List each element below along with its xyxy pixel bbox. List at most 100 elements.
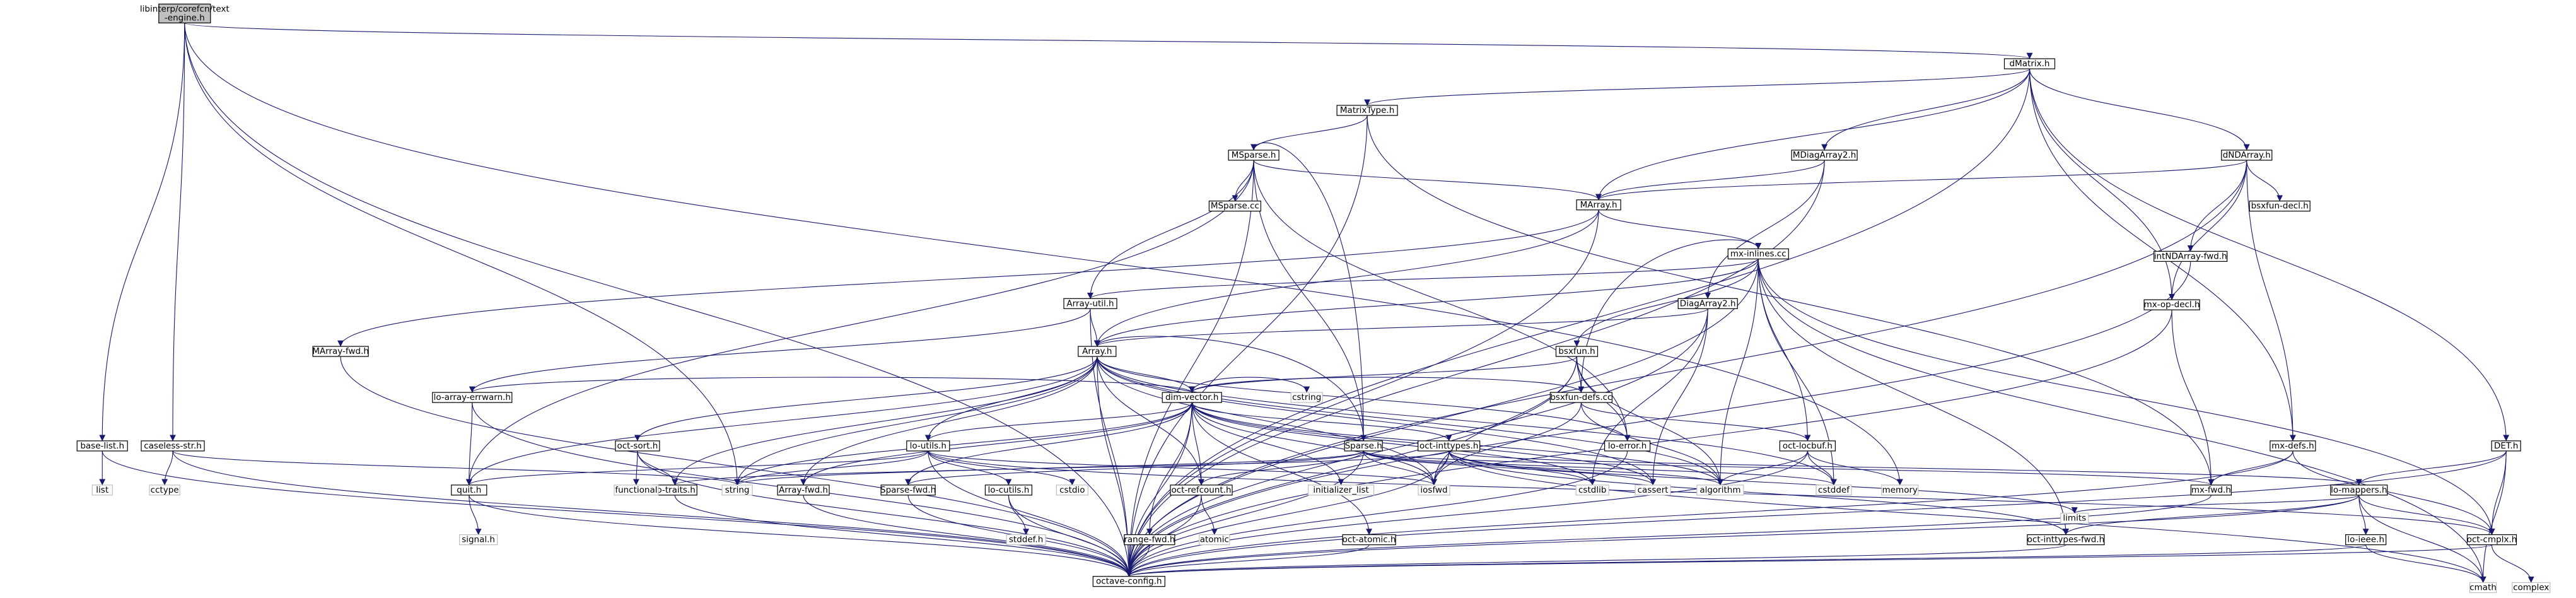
edge-mx-inlines-to-algorithm	[1717, 259, 1759, 486]
edge-dmatrix-to-mdiagarray2	[1821, 69, 2031, 151]
edge-lo-ieee-to-octave-config	[1126, 544, 2367, 577]
node-dmatrix[interactable]: dMatrix.h	[2003, 58, 2056, 69]
edge-lo-utils-to-quit	[466, 450, 929, 486]
node-label-msparse-cc: MSparse.cc	[1211, 201, 1259, 211]
node-diagarray2[interactable]: DiagArray2.h	[1677, 298, 1738, 309]
edge-det-to-octave-config	[1126, 450, 2507, 577]
node-quit[interactable]: quit.h	[451, 484, 487, 496]
node-array[interactable]: Array.h	[1078, 346, 1117, 357]
edge-lo-traits-to-octave-config	[674, 495, 1133, 577]
node-intndarray-fwd[interactable]: intNDArray-fwd.h	[2153, 250, 2228, 262]
node-root[interactable]: libinterp/corefcn/text-engine.h	[140, 3, 230, 24]
node-lo-ieee[interactable]: lo-ieee.h	[2345, 534, 2387, 546]
node-label-signal-h: signal.h	[462, 535, 495, 545]
node-mx-inlines[interactable]: mx-inlines.cc	[1727, 248, 1789, 260]
node-dndarray[interactable]: dNDArray.h	[2221, 150, 2273, 161]
node-oct-locbuf[interactable]: oct-locbuf.h	[1779, 440, 1836, 452]
node-lo-array-errwarn[interactable]: lo-array-errwarn.h	[432, 392, 513, 403]
node-sparse[interactable]: Sparse.h	[1344, 440, 1383, 452]
node-cstdlib: cstdlib	[1575, 484, 1609, 496]
node-label-cstdlib: cstdlib	[1578, 485, 1606, 495]
node-cstddef: cstddef	[1815, 484, 1852, 496]
edge-marray-to-octave-config	[1126, 209, 1599, 577]
edge-oct-sort-to-lo-traits	[637, 450, 679, 486]
node-label-iosfwd: iosfwd	[1420, 485, 1447, 495]
node-box-bsxfun-decl	[2249, 201, 2311, 212]
node-box-mx-fwd	[2190, 484, 2232, 496]
node-lo-traits[interactable]: lo-traits.h	[652, 484, 697, 496]
node-box-range-fwd	[1124, 534, 1175, 546]
edge-msparse-to-quit	[465, 160, 1254, 486]
node-base-list[interactable]: base-list.h	[76, 440, 128, 452]
edge-bsxfun-defs-to-dim-vector	[1189, 377, 1582, 393]
node-label-lo-traits: lo-traits.h	[655, 485, 696, 495]
edge-lo-mappers-to-oct-inttypes-fwd	[2063, 495, 2360, 536]
node-bsxfun-defs[interactable]: bsxfun-defs.cc	[1549, 392, 1612, 403]
node-lo-utils[interactable]: lo-utils.h	[906, 440, 950, 452]
node-dim-vector[interactable]: dim-vector.h	[1162, 392, 1222, 403]
node-caseless-str[interactable]: caseless-str.h	[141, 440, 205, 452]
node-label-base-list: base-list.h	[80, 441, 124, 451]
edge-lo-cutils-to-stddef-h	[1008, 495, 1030, 536]
node-mx-fwd[interactable]: mx-fwd.h	[2190, 484, 2232, 496]
edge-mx-inlines-to-octave-config	[1126, 259, 1759, 577]
node-label-oct-sort: oct-sort.h	[617, 441, 658, 451]
node-bsxfun[interactable]: bsxfun.h	[1555, 346, 1599, 357]
node-list: list	[91, 484, 113, 496]
node-lo-cutils[interactable]: lo-cutils.h	[984, 484, 1033, 496]
node-sparse-fwd[interactable]: Sparse-fwd.h	[880, 484, 936, 496]
node-oct-atomic[interactable]: oct-atomic.h	[1342, 534, 1396, 546]
edge-bsxfun-defs-to-mx-inlines	[1580, 239, 1762, 393]
edge-mx-inlines-to-oct-cmplx	[1757, 259, 2495, 536]
edges-layer	[99, 22, 2534, 583]
node-label-caseless-str: caseless-str.h	[144, 441, 202, 451]
node-box-complex	[2512, 582, 2551, 594]
edge-oct-sort-to-octave-config	[637, 450, 1133, 577]
node-label-complex: complex	[2513, 583, 2549, 593]
edge-array-to-array-fwd	[800, 356, 1098, 486]
node-label-oct-inttypes: oct-inttypes.h	[1419, 441, 1479, 451]
node-range-fwd[interactable]: range-fwd.h	[1124, 534, 1175, 546]
node-det[interactable]: DET.h	[2491, 440, 2521, 452]
node-mdiagarray2[interactable]: MDiagArray2.h	[1791, 150, 1858, 161]
node-array-fwd[interactable]: Array-fwd.h	[777, 484, 830, 496]
node-box-lo-error	[1604, 440, 1651, 452]
node-lo-mappers[interactable]: lo-mappers.h	[2330, 484, 2388, 496]
node-oct-inttypes[interactable]: oct-inttypes.h	[1418, 440, 1481, 452]
edge-array-to-string	[734, 356, 1098, 486]
edge-mx-inlines-to-array	[1094, 259, 1759, 347]
node-lo-error[interactable]: lo-error.h	[1604, 440, 1651, 452]
node-mx-defs[interactable]: mx-defs.h	[2270, 440, 2316, 452]
node-box-atomic	[1199, 534, 1230, 546]
edge-msparse-to-lo-error	[1253, 160, 1631, 442]
node-oct-refcount[interactable]: oct-refcount.h	[1170, 484, 1233, 496]
node-label-memory: memory	[1882, 485, 1918, 495]
node-label-mx-defs: mx-defs.h	[2271, 441, 2314, 451]
node-array-util[interactable]: Array-util.h	[1063, 298, 1117, 309]
edge-msparse-to-octave-config	[1126, 160, 1254, 577]
node-octave-config[interactable]: octave-config.h	[1092, 576, 1165, 587]
node-oct-inttypes-fwd[interactable]: oct-inttypes-fwd.h	[2027, 534, 2105, 546]
node-marray-fwd[interactable]: MArray-fwd.h	[312, 346, 369, 357]
edge-dmatrix-to-det	[2029, 69, 2510, 442]
node-label-oct-inttypes-fwd: oct-inttypes-fwd.h	[2027, 535, 2104, 545]
edge-mdiagarray2-to-octave-config	[1126, 160, 1825, 577]
node-bsxfun-decl[interactable]: bsxfun-decl.h	[2249, 201, 2311, 212]
node-oct-sort[interactable]: oct-sort.h	[615, 440, 660, 452]
node-matrixtype[interactable]: MatrixType.h	[1336, 105, 1398, 116]
node-oct-cmplx[interactable]: oct-cmplx.h	[2467, 534, 2517, 546]
edge-sparse-to-array	[1094, 336, 1364, 441]
node-box-oct-locbuf	[1779, 440, 1836, 452]
node-msparse[interactable]: MSparse.h	[1228, 150, 1279, 161]
edge-dim-vector-to-octave-config	[1126, 402, 1192, 577]
edge-matrixtype-to-msparse	[1250, 115, 1368, 151]
node-marray[interactable]: MArray.h	[1576, 199, 1621, 211]
node-label-string: string	[725, 485, 750, 495]
node-label-root: libinterp/corefcn/text	[140, 4, 230, 14]
edge-mx-op-decl-to-mx-fwd	[2171, 310, 2215, 486]
node-box-mdiagarray2	[1791, 150, 1858, 161]
edge-root-to-caseless-str	[170, 23, 185, 442]
node-msparse-cc[interactable]: MSparse.cc	[1208, 201, 1262, 212]
node-label-oct-locbuf: oct-locbuf.h	[1783, 441, 1833, 451]
node-mx-op-decl[interactable]: mx-op-decl.h	[2143, 299, 2200, 310]
